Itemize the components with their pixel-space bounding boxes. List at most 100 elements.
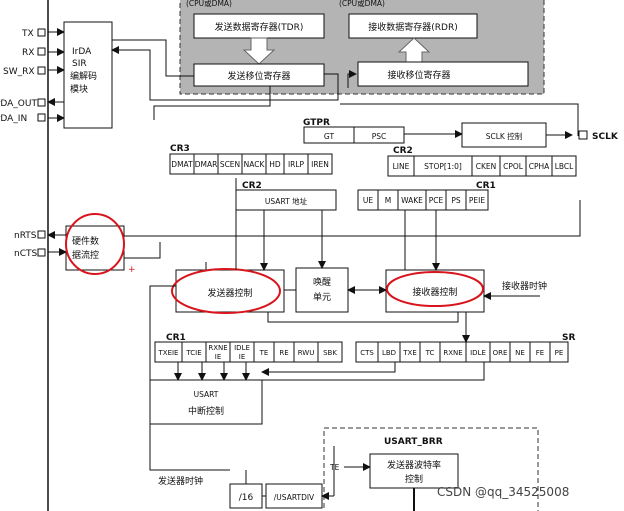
sr-bit-label: NE bbox=[515, 349, 525, 357]
usart-irq-box bbox=[149, 379, 263, 425]
rx-shift-in-path bbox=[347, 70, 357, 88]
pin-tx: TX bbox=[21, 29, 34, 39]
tx-rx-bus bbox=[267, 312, 459, 323]
pin-nrts: nRTS bbox=[14, 231, 37, 241]
tx-shift-down-path bbox=[153, 86, 271, 120]
irda-tx-path bbox=[112, 39, 194, 77]
tx-shift-box bbox=[193, 63, 325, 87]
cr2-bit-label: LINE bbox=[393, 162, 410, 171]
watermark: CSDN @qq_34525008 bbox=[437, 485, 569, 499]
flow-bottom-line bbox=[124, 242, 161, 259]
cr1-top-title: CR1 bbox=[476, 181, 496, 191]
cr3-bit-label: DMAT bbox=[171, 160, 193, 169]
cr1-bottom-bit-label: RE bbox=[279, 349, 288, 357]
sr-bit-label: PE bbox=[555, 349, 564, 357]
cr3-bit-label: NACK bbox=[244, 160, 266, 169]
hw-flow-box bbox=[65, 225, 125, 271]
hw-flow-annotation bbox=[65, 213, 125, 275]
irda-line2: SIR bbox=[72, 59, 87, 69]
cr1-bottom-bit-label: RWU bbox=[298, 349, 315, 357]
baud-control-box bbox=[369, 453, 459, 489]
plus-mark: + bbox=[128, 265, 136, 275]
pin-irda-in-pad bbox=[37, 113, 46, 122]
cr1-bottom-title: CR1 bbox=[166, 333, 186, 343]
sclk-ctrl-top-path bbox=[340, 103, 579, 136]
sclk-control-label: SCLK 控制 bbox=[486, 131, 522, 141]
cr3-title: CR3 bbox=[170, 144, 190, 154]
tx-clock-feedback bbox=[149, 285, 230, 471]
hw-flow-line1: 硬件数 bbox=[72, 235, 99, 247]
sclk-control-box bbox=[461, 122, 547, 148]
sr-cell bbox=[549, 341, 569, 363]
usart-irq-line1: USART bbox=[194, 390, 219, 399]
cr3-bit-label: HD bbox=[269, 160, 281, 169]
pin-irda-out-pad bbox=[37, 98, 46, 107]
cr1-bottom-bit-label: TXEIE bbox=[158, 349, 179, 357]
rx-clock-label: 接收器时钟 bbox=[502, 280, 547, 292]
cr2-bit-label: STOP[1:0] bbox=[424, 162, 462, 171]
cr2-top-title: CR2 bbox=[393, 146, 413, 156]
flow-top-line bbox=[124, 200, 581, 237]
irda-line1: IrDA bbox=[72, 47, 92, 57]
cr1-top-register: UE M WAKE PCE PS PEIE bbox=[357, 189, 489, 211]
sr-bit-label: IDLE bbox=[470, 349, 486, 357]
rx-shift-box bbox=[357, 61, 529, 87]
cr3-bit-label: DMAR bbox=[195, 160, 218, 169]
cr1-bottom-bit-label: IE bbox=[215, 353, 222, 361]
cr1-bottom-bit-label: IE bbox=[239, 353, 246, 361]
tdr-to-shift-arrow bbox=[242, 37, 276, 65]
usart-address-label: USART 地址 bbox=[265, 196, 308, 206]
baud-line1: 发送器波特率 bbox=[387, 459, 441, 471]
cr1-bottom-cell bbox=[317, 341, 343, 363]
usart-irq-line2: 中断控制 bbox=[188, 405, 224, 417]
cr1-top-bit-label: UE bbox=[363, 196, 373, 205]
pin-ncts-pad bbox=[37, 248, 46, 257]
tx-control-label: 发送器控制 bbox=[207, 287, 252, 299]
cr3-bit-label: IRLP bbox=[288, 160, 305, 169]
wake-line2: 单元 bbox=[313, 291, 331, 303]
cr2-bit-label: CPOL bbox=[503, 162, 524, 171]
usartdiv-label: /USARTDIV bbox=[274, 493, 315, 502]
cr3-bit-label: IREN bbox=[311, 160, 329, 169]
pin-irda-in: IrDA_IN bbox=[0, 114, 27, 124]
cr1-top-cell bbox=[465, 189, 489, 211]
gtpr-psc-box bbox=[353, 126, 405, 144]
sr-bit-label: TXE bbox=[402, 349, 417, 357]
sr-to-irq bbox=[261, 362, 396, 376]
cr1-top-bit-label: M bbox=[385, 196, 391, 205]
shift-to-irda-path bbox=[111, 46, 339, 101]
rx-shift-label: 接收移位寄存器 bbox=[387, 69, 450, 81]
cr1-top-bit-label: WAKE bbox=[401, 196, 423, 205]
cr1-bottom-bit-label: RXNE bbox=[208, 344, 227, 352]
sr-bit-label: ORE bbox=[493, 349, 508, 357]
cr1-top-bit-label: PCE bbox=[429, 196, 444, 205]
tx-clock-label: 发送器时钟 bbox=[158, 475, 203, 487]
gtpr-psc-label: PSC bbox=[372, 132, 387, 141]
cr1-top-bit-label: PEIE bbox=[469, 196, 485, 205]
gtpr-title: GTPR bbox=[303, 118, 330, 128]
cr2-cell bbox=[551, 155, 577, 177]
cr1-bottom-bit-label: TCIE bbox=[185, 349, 201, 357]
cr2-addr-title: CR2 bbox=[242, 181, 262, 191]
cpu-dma-right-label: (CPU或DMA) bbox=[339, 0, 385, 8]
wake-unit-box bbox=[295, 267, 349, 313]
sr-title: SR bbox=[562, 333, 575, 343]
cr1-top-bit-label: PS bbox=[451, 196, 461, 205]
cr3-cell bbox=[307, 153, 333, 175]
pin-sw-rx-pad bbox=[37, 66, 46, 75]
sr-bit-label: FE bbox=[536, 349, 544, 357]
rdr-label: 接收数据寄存器(RDR) bbox=[368, 21, 457, 33]
pin-rx-pad bbox=[37, 47, 46, 56]
tdr-box bbox=[193, 13, 325, 39]
sr-bit-label: CTS bbox=[360, 349, 374, 357]
rx-control-label: 接收器控制 bbox=[412, 286, 457, 298]
sr-bit-label: RXNE bbox=[443, 349, 462, 357]
pin-nrts-pad bbox=[37, 230, 46, 239]
cr2-bit-label: CPHA bbox=[529, 162, 550, 171]
pin-irda-out: IrDA_OUT bbox=[0, 99, 37, 109]
sr-bit-label: TC bbox=[425, 349, 435, 357]
